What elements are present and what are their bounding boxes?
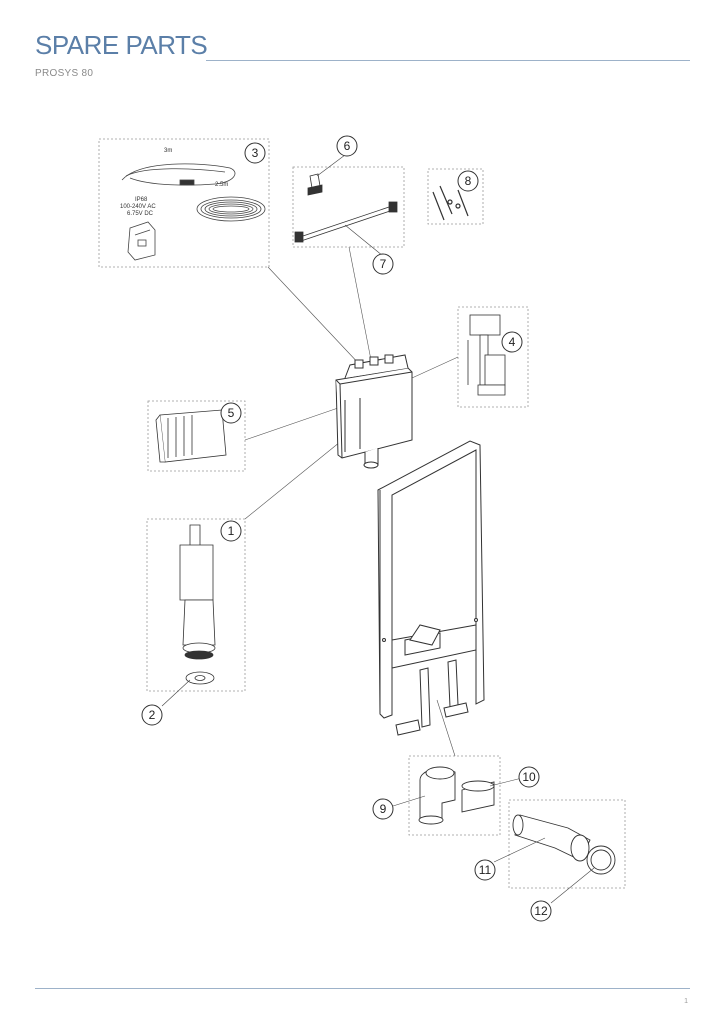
- callout-8: 8: [465, 174, 472, 188]
- title-divider: [206, 60, 690, 61]
- page-number: 1: [684, 998, 688, 1005]
- callout-numbers: 1 2 3 4 5 6 7 8 9 10 11 12: [149, 139, 548, 918]
- page-subtitle: PROSYS 80: [35, 68, 94, 79]
- part-5-illustration: [155, 409, 227, 463]
- part-4-illustration: [467, 314, 506, 396]
- part-box-6-7: [292, 166, 405, 248]
- footer-divider: [35, 988, 690, 989]
- part-6-7-illustration: [294, 173, 398, 243]
- part-box-8: [427, 168, 484, 225]
- callout-9: 9: [380, 802, 387, 816]
- part-box-9-10: [408, 755, 501, 836]
- callout-7: 7: [380, 257, 387, 271]
- cistern-illustration: [335, 354, 413, 469]
- page-title: SPARE PARTS: [35, 30, 208, 60]
- callout-11: 11: [479, 863, 492, 877]
- part-box-11-12: [508, 799, 626, 889]
- part-box-5: [147, 400, 246, 472]
- callout-5: 5: [228, 406, 235, 420]
- frame-illustration: [377, 440, 485, 736]
- part-8-illustration: [432, 185, 469, 221]
- part3-hose-length: 2.5m: [215, 182, 228, 188]
- part-3-illustration: [121, 163, 266, 261]
- part3-spec-line2: 100-240V AC: [120, 204, 156, 210]
- callout-4: 4: [509, 335, 516, 349]
- part3-spec-line3: 6.75V DC: [127, 211, 154, 217]
- part-1-2-illustration: [179, 524, 216, 685]
- part-9-10-illustration: [418, 766, 495, 825]
- callout-10: 10: [522, 770, 536, 784]
- callout-12: 12: [534, 904, 548, 918]
- callout-2: 2: [149, 708, 156, 722]
- callout-3: 3: [252, 146, 259, 160]
- callout-1: 1: [228, 524, 235, 538]
- part-box-1-2: [146, 518, 246, 692]
- callout-circles: [141, 135, 552, 922]
- part-11-12-illustration: [512, 814, 616, 875]
- part3-cable-length: 3m: [164, 148, 172, 154]
- part3-spec-line1: IP68: [135, 197, 148, 203]
- callout-6: 6: [344, 139, 351, 153]
- part-box-3: [98, 138, 270, 268]
